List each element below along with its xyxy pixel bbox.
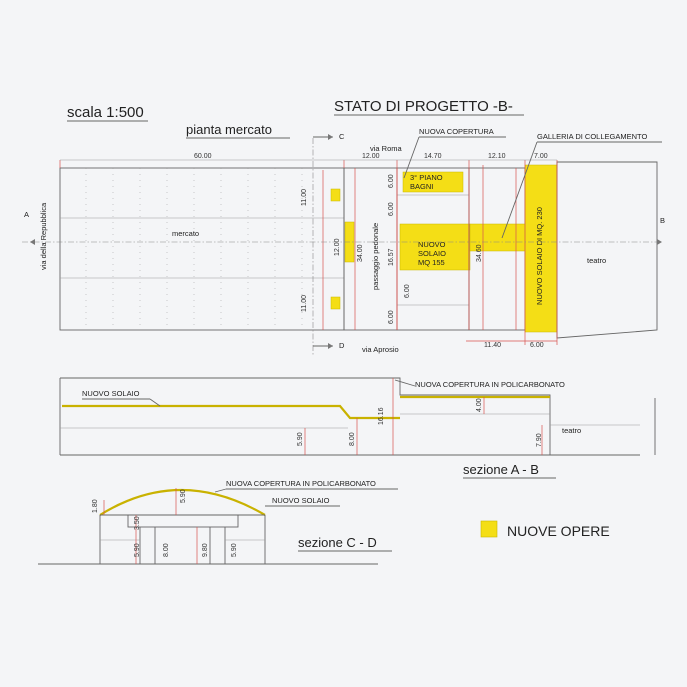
ab-dim-790: 7.90 xyxy=(536,433,543,447)
ab-dim-400: 4.00 xyxy=(476,398,483,412)
cd-dim-590b: 5.90 xyxy=(134,543,141,557)
dim-top-4: 12.10 xyxy=(488,153,506,160)
nuova-copertura-label: NUOVA COPERTURA xyxy=(419,127,494,136)
dim-v-6d: 6.00 xyxy=(388,310,395,324)
bathrooms-block xyxy=(402,171,464,193)
ab-dim-800: 8.00 xyxy=(349,432,356,446)
cd-copertura-label: NUOVA COPERTURA IN POLICARBONATO xyxy=(226,479,376,488)
ab-teatro-label: teatro xyxy=(562,426,581,435)
dim-v-11b: 11.00 xyxy=(301,295,308,312)
drawing-title: STATO DI PROGETTO -B- xyxy=(334,98,513,115)
dim-top-2: 12.00 xyxy=(362,153,380,160)
teatro-label: teatro xyxy=(587,256,606,265)
section-cd: NUOVA COPERTURA IN POLICARBONATO NUOVO S… xyxy=(38,479,398,565)
new-floor-block xyxy=(399,223,471,271)
section-ab-title: sezione A - B xyxy=(463,462,539,477)
section-a-marker: A xyxy=(24,210,29,219)
dim-top-1: 60.00 xyxy=(194,153,212,160)
dim-v-6a: 6.00 xyxy=(388,174,395,188)
scale-label: scala 1:500 xyxy=(67,104,144,121)
section-ab: NUOVO SOLAIO NUOVA COPERTURA IN POLICARB… xyxy=(59,377,656,479)
section-b-marker: B xyxy=(660,216,665,225)
ab-dim-1616: 16.16 xyxy=(378,407,385,425)
plan-title: pianta mercato xyxy=(186,122,272,137)
dim-top-5: 7.00 xyxy=(534,153,548,160)
legend: NUOVE OPERE xyxy=(480,520,610,539)
dim-v-1657: 16.57 xyxy=(388,248,395,266)
ab-nuovo-solaio-label: NUOVO SOLAIO xyxy=(82,389,140,398)
nuovo-solaio-230-label: NUOVO SOLAIO DI MQ. 230 xyxy=(535,207,544,305)
cd-dim-180: 1.80 xyxy=(92,499,99,513)
via-aprosio-label: via Aprosio xyxy=(362,345,399,354)
bagni-label: BAGNI xyxy=(410,182,433,191)
dim-v-346: 34.60 xyxy=(476,244,483,262)
passaggio-label: passaggio pedonale xyxy=(371,223,380,290)
nuovo-solaio-line2: SOLAIO xyxy=(418,249,446,258)
dim-bottom-1: 11.40 xyxy=(484,342,501,349)
piano-label: 3° PIANO xyxy=(410,173,443,182)
cd-dim-800: 8.00 xyxy=(163,543,170,557)
mercato-label: mercato xyxy=(172,229,199,238)
dim-bottom-2: 6.00 xyxy=(530,342,544,349)
via-repubblica-label: via della Repubblica xyxy=(39,202,48,270)
market-grid xyxy=(85,168,303,330)
ab-dim-590: 5.90 xyxy=(297,432,304,446)
legend-label: NUOVE OPERE xyxy=(507,523,610,539)
dim-v-6b: 6.00 xyxy=(388,202,395,216)
cd-dim-590c: 5.90 xyxy=(231,543,238,557)
cd-dim-350: 3.50 xyxy=(134,516,141,530)
ab-copertura-label: NUOVA COPERTURA IN POLICARBONATO xyxy=(415,380,565,389)
dim-v-11a: 11.00 xyxy=(301,189,308,206)
dim-top-3: 14.70 xyxy=(424,153,442,160)
nuovo-solaio-line1: NUOVO xyxy=(418,240,446,249)
cd-dim-980: 9.80 xyxy=(202,543,209,557)
dim-v-34a: 34.00 xyxy=(357,244,364,262)
cd-nuovo-solaio-label: NUOVO SOLAIO xyxy=(272,496,330,505)
dim-v-6c: 6.00 xyxy=(404,284,411,298)
section-c-marker: C xyxy=(339,132,345,141)
theatre-outline xyxy=(556,161,658,339)
legend-swatch xyxy=(480,520,498,538)
new-work-block xyxy=(330,296,341,310)
cd-dim-590a: 5.90 xyxy=(180,489,187,503)
nuovo-solaio-line3: MQ 155 xyxy=(418,258,445,267)
via-roma-label: via Roma xyxy=(370,144,403,153)
floor-plan: mercato via della Repubblica passaggio p… xyxy=(22,127,665,355)
new-work-block xyxy=(330,188,341,202)
section-d-marker: D xyxy=(339,341,345,350)
section-cd-title: sezione C - D xyxy=(298,535,377,550)
dim-v-12: 12.00 xyxy=(334,238,341,256)
galleria-label: GALLERIA DI COLLEGAMENTO xyxy=(537,132,647,141)
